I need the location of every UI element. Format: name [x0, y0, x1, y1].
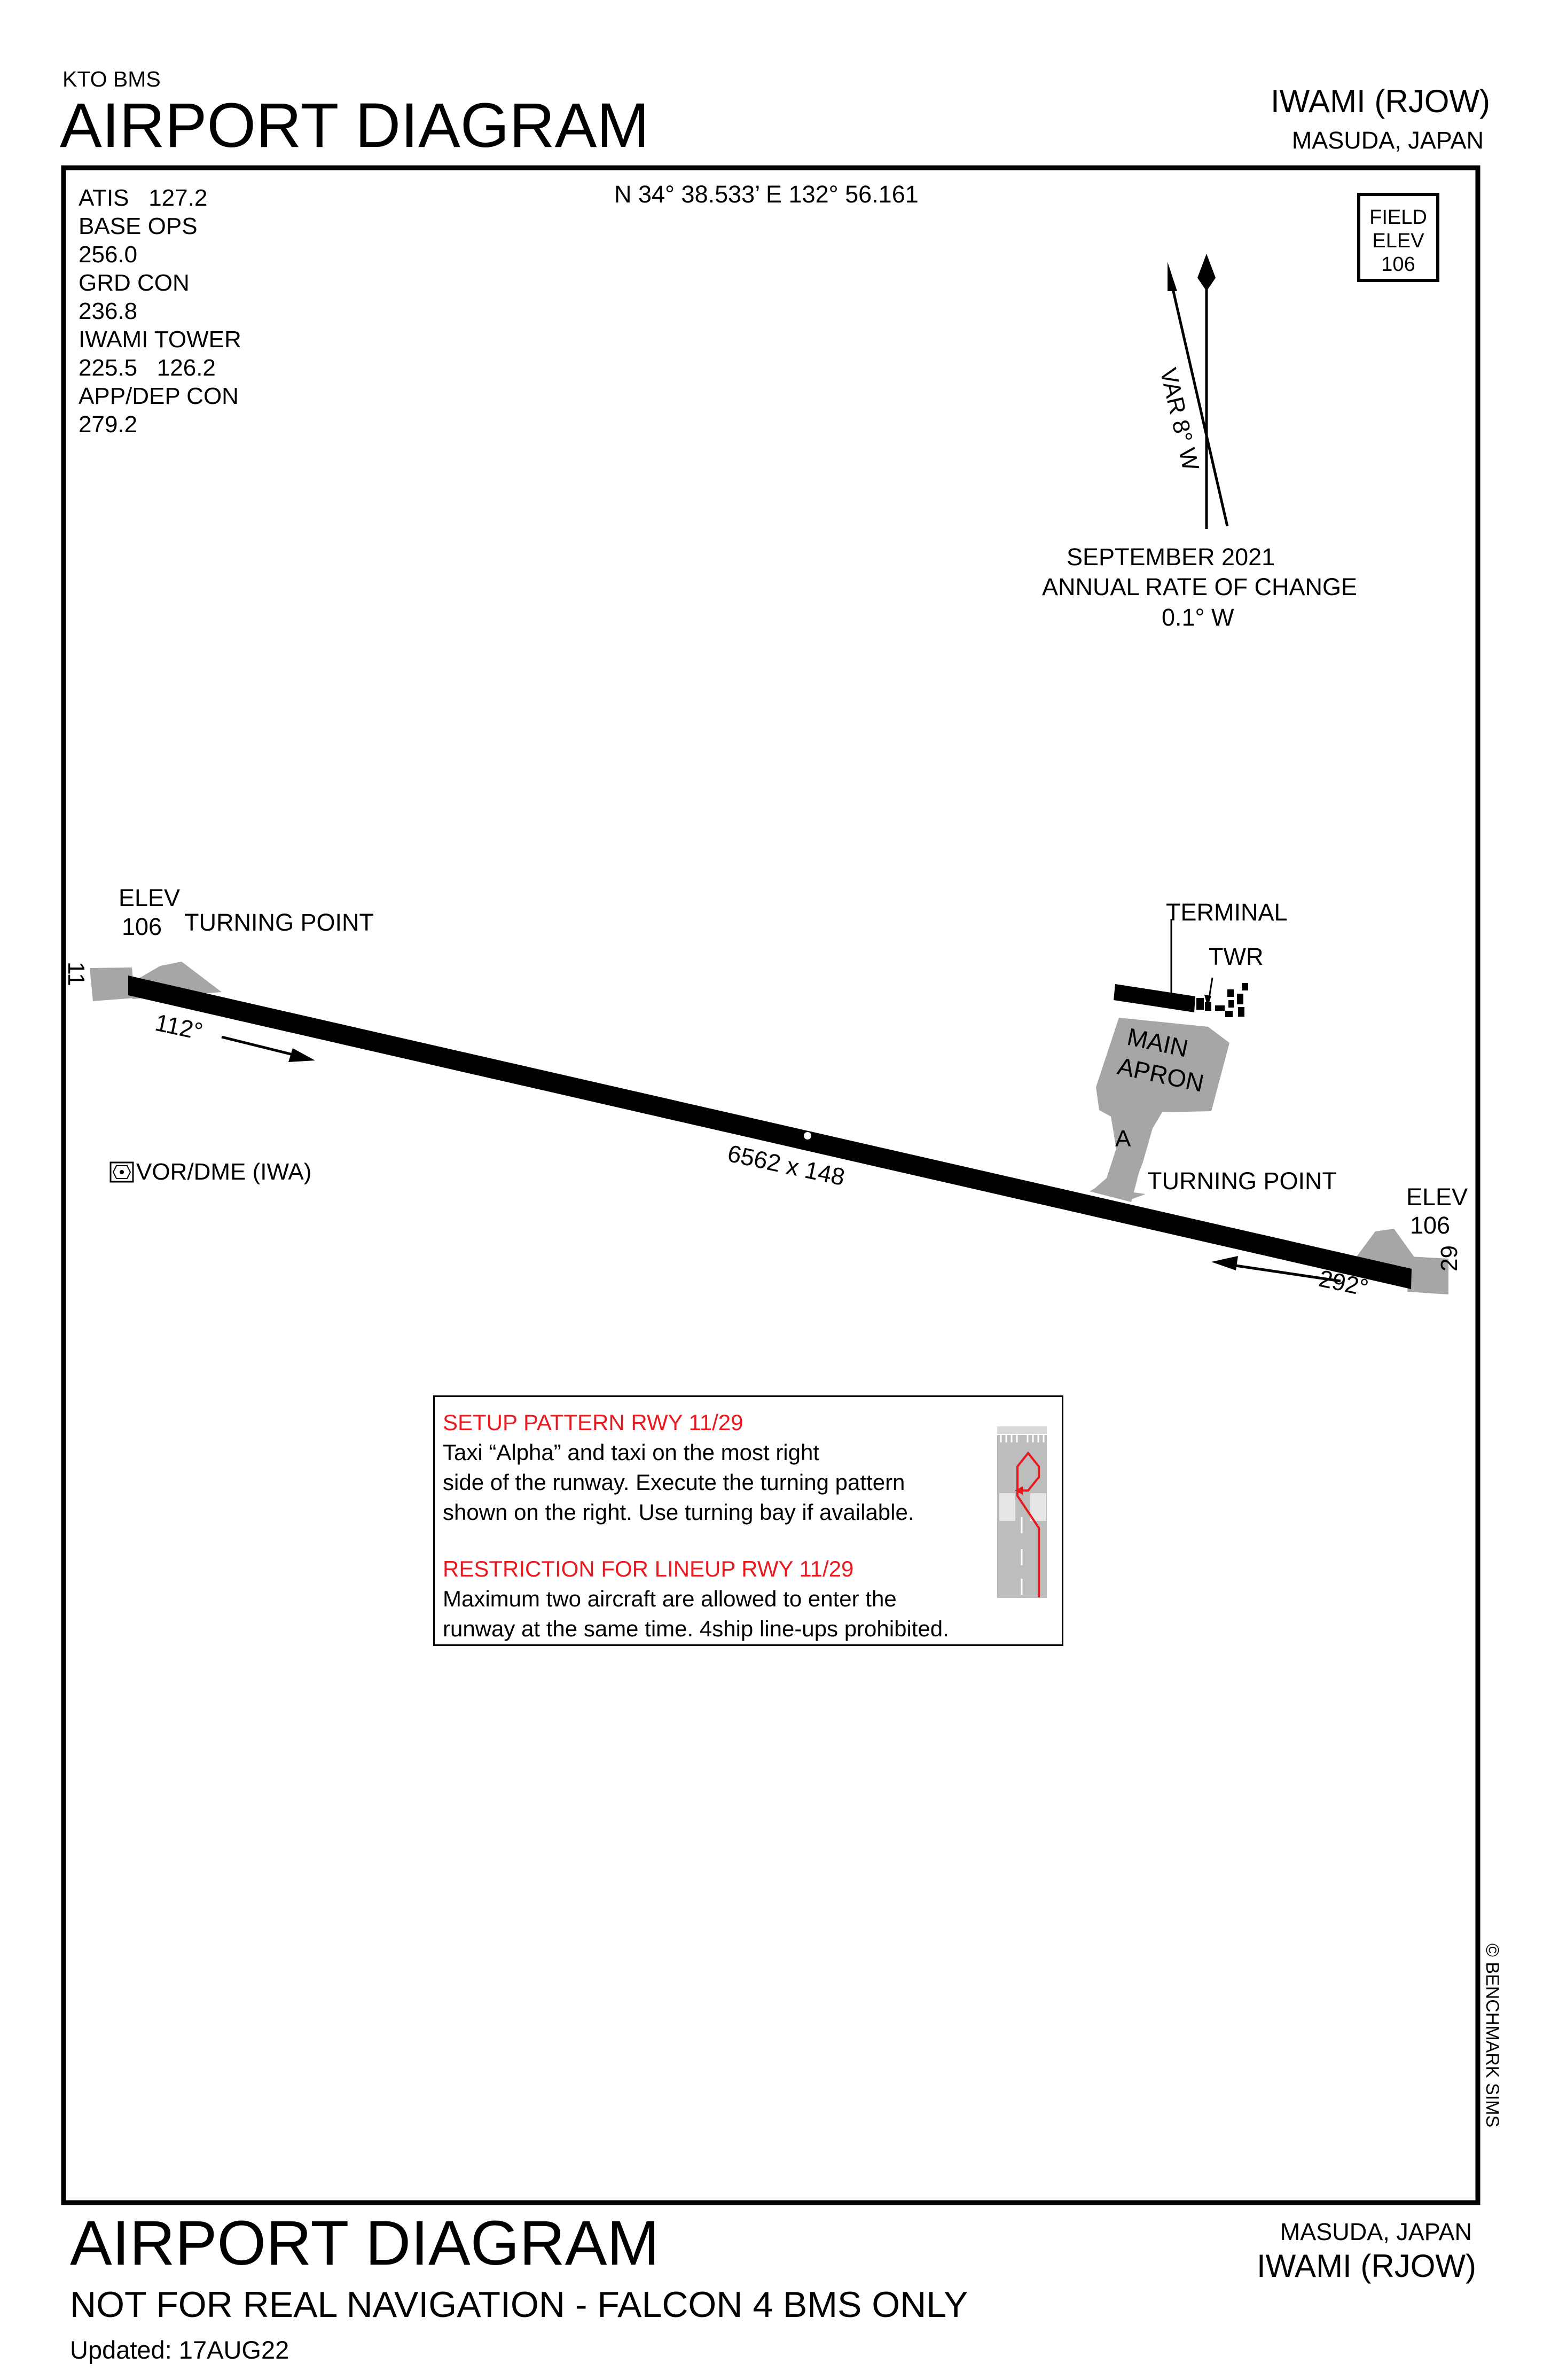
turning-bay-east: [1357, 1229, 1414, 1274]
footer-updated: Updated: 17AUG22: [70, 2336, 289, 2364]
restriction-line: runway at the same time. 4ship line-ups …: [443, 1616, 949, 1641]
taxiway-a: [1090, 1111, 1154, 1202]
runway-11-29: [128, 976, 1412, 1289]
copyright: © BENCHMARK SIMS: [1482, 1943, 1502, 2128]
pavement: [90, 962, 1448, 1294]
field-elev-label: FIELD: [1369, 206, 1427, 229]
airport-name: IWAMI (RJOW): [1270, 83, 1490, 119]
field-elevation-box: FIELD ELEV 106: [1357, 193, 1439, 282]
airport-reference-point: [804, 1132, 811, 1140]
runway-end-pad-east: [1407, 1257, 1448, 1294]
frequency-line: 236.8: [79, 298, 138, 324]
magnetic-rate: 0.1° W: [1162, 604, 1234, 631]
diagram-frame: [61, 165, 1480, 2205]
magnetic-date: SEPTEMBER 2021: [1067, 543, 1275, 571]
setup-pattern-line: Taxi “Alpha” and taxi on the most right: [443, 1440, 820, 1465]
vor-dme-icon: [109, 1161, 134, 1183]
frequency-line: 256.0: [79, 241, 138, 268]
setup-pattern-line: side of the runway. Execute the turning …: [443, 1470, 905, 1495]
heading-arrow-112: [221, 1035, 315, 1062]
magnetic-rate-label: ANNUAL RATE OF CHANGE: [1042, 573, 1358, 600]
frequency-line: BASE OPS: [79, 213, 198, 239]
runway-designator-west: 11: [63, 962, 89, 986]
footer-airport: IWAMI (RJOW): [1256, 2248, 1476, 2284]
footer-location: MASUDA, JAPAN: [1280, 2218, 1472, 2245]
airport-location: MASUDA, JAPAN: [1291, 127, 1484, 154]
frequency-line: IWAMI TOWER: [79, 326, 241, 353]
field-elev-label: ELEV: [1372, 230, 1424, 252]
footer-title: AIRPORT DIAGRAM: [70, 2208, 660, 2278]
elevation-value-east: 106: [1410, 1212, 1451, 1239]
turning-point-label-west: TURNING POINT: [184, 909, 374, 936]
terminal-label: TERMINAL: [1166, 899, 1288, 926]
setup-pattern-title: SETUP PATTERN RWY 11/29: [443, 1410, 743, 1435]
elevation-label-west: ELEV: [119, 884, 181, 911]
restriction-line: Maximum two aircraft are allowed to ente…: [443, 1586, 897, 1611]
restriction-title: RESTRICTION FOR LINEUP RWY 11/29: [443, 1556, 854, 1581]
notes-box: SETUP PATTERN RWY 11/29 Taxi “Alpha” and…: [433, 1395, 1063, 1646]
turning-point-label-east: TURNING POINT: [1147, 1167, 1337, 1195]
frequency-list: ATIS 127.2 BASE OPS 256.0 GRD CON 236.8 …: [79, 184, 241, 439]
runway-end-pad-west: [90, 967, 135, 1001]
north-arrow: [1168, 254, 1229, 529]
magnetic-variation: VAR 8° W: [1155, 365, 1204, 473]
footer-disclaimer: NOT FOR REAL NAVIGATION - FALCON 4 BMS O…: [70, 2284, 968, 2325]
frequency-line: APP/DEP CON: [79, 383, 239, 409]
tower-label: TWR: [1209, 943, 1264, 970]
heading-arrow-292: [1211, 1256, 1341, 1283]
terminal-buildings: [1114, 983, 1248, 1017]
airport-coordinates: N 34° 38.533’ E 132° 56.161: [614, 181, 919, 208]
runway-heading-west: 112°: [153, 1009, 205, 1045]
taxiway-label: A: [1115, 1126, 1131, 1152]
frequency-line: 225.5 126.2: [79, 355, 216, 381]
chart-source: KTO BMS: [62, 67, 161, 91]
elevation-label-east: ELEV: [1406, 1183, 1468, 1211]
frequency-line: ATIS 127.2: [79, 185, 208, 211]
runway-designator-east: 29: [1436, 1245, 1462, 1271]
field-elev-value: 106: [1381, 253, 1415, 276]
vor-dme-label: VOR/DME (IWA): [136, 1159, 312, 1185]
setup-pattern-line: shown on the right. Use turning bay if a…: [443, 1500, 914, 1525]
frequency-line: 279.2: [79, 411, 138, 438]
elevation-value-west: 106: [122, 913, 162, 940]
page-title: AIRPORT DIAGRAM: [60, 90, 649, 161]
turning-pattern-graphic: [997, 1426, 1047, 1598]
frequency-line: GRD CON: [79, 270, 190, 296]
